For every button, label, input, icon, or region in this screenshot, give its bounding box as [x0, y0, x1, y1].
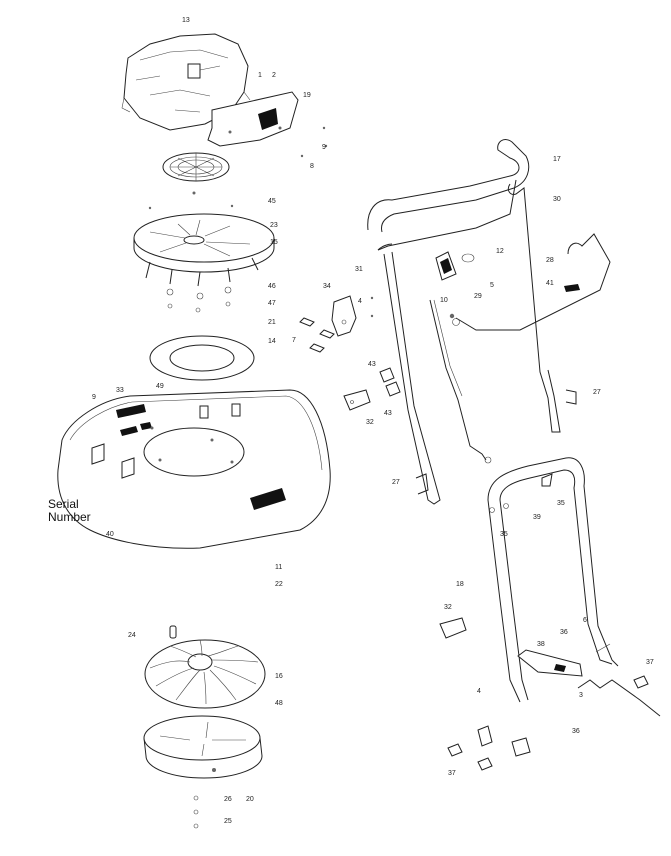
label-15: 15	[270, 239, 278, 246]
label-43-a: 43	[368, 361, 376, 368]
mower-hood	[57, 389, 331, 549]
label-27-b: 27	[392, 479, 400, 486]
knobs	[379, 367, 401, 397]
label-31: 31	[355, 266, 363, 273]
label-20: 20	[246, 796, 254, 803]
cable-clip	[343, 389, 371, 411]
label-36-b: 36	[572, 728, 580, 735]
bolts	[299, 317, 335, 353]
label-2: 2	[272, 72, 276, 79]
serial-label: Serial	[48, 497, 79, 511]
label-36: 36	[560, 629, 568, 636]
axle-bracket	[577, 679, 661, 717]
spacer-parts	[166, 286, 232, 313]
engine	[121, 33, 251, 131]
label-19: 19	[303, 92, 311, 99]
u-clip-lower	[415, 473, 429, 495]
label-1: 1	[258, 72, 262, 79]
label-14: 14	[268, 338, 276, 345]
lower-clip	[439, 617, 467, 639]
label-47: 47	[268, 300, 276, 307]
blade-disc	[143, 715, 263, 779]
label-37-a: 37	[646, 659, 654, 666]
label-25: 25	[224, 818, 232, 825]
label-39: 39	[533, 514, 541, 521]
label-17: 17	[553, 156, 561, 163]
label-43-b: 43	[384, 410, 392, 417]
label-28: 28	[546, 257, 554, 264]
label-23: 23	[270, 222, 278, 229]
wire-bail	[455, 233, 611, 331]
label-5: 5	[490, 282, 494, 289]
label-6: 6	[583, 617, 587, 624]
label-32-b: 32	[444, 604, 452, 611]
label-16: 16	[275, 673, 283, 680]
label-27-a: 27	[593, 389, 601, 396]
middle-handle	[377, 183, 561, 505]
label-4-upper: 4	[358, 298, 362, 305]
label-35-b: 35	[500, 531, 508, 538]
lower-handle	[487, 457, 619, 703]
lower-bolts	[447, 675, 649, 771]
label-32-a: 32	[366, 419, 374, 426]
label-11: 11	[275, 564, 282, 571]
label-21: 21	[268, 319, 276, 326]
label-7: 7	[292, 337, 296, 344]
label-29: 29	[474, 293, 482, 300]
small-bracket-b	[511, 737, 531, 757]
label-33: 33	[116, 387, 124, 394]
label-40: 40	[106, 531, 114, 538]
label-35-a: 35	[557, 500, 565, 507]
label-34: 34	[323, 283, 331, 290]
gasket-ring	[149, 335, 255, 381]
label-22: 22	[275, 581, 283, 588]
label-38: 38	[537, 641, 545, 648]
fan-blade	[144, 639, 266, 709]
label-46: 46	[268, 283, 276, 290]
label-9: 9	[92, 394, 96, 401]
handle-bracket	[331, 295, 357, 337]
label-9-top: 9	[322, 144, 326, 151]
upper-handle	[367, 139, 530, 251]
label-18: 18	[456, 581, 464, 588]
number-label: Number	[48, 510, 91, 524]
label-8: 8	[310, 163, 314, 170]
switch-box	[435, 251, 475, 281]
label-24: 24	[128, 632, 136, 639]
label-49: 49	[156, 383, 164, 390]
label-26: 26	[224, 796, 232, 803]
label-45: 45	[268, 198, 276, 205]
filter-grille	[162, 152, 230, 182]
switch-cable	[429, 299, 492, 464]
small-bracket-a	[477, 725, 493, 747]
label-30: 30	[553, 196, 561, 203]
u-clip-upper	[565, 389, 577, 405]
label-37-b: 37	[448, 770, 456, 777]
impeller-disc	[133, 213, 275, 287]
label-48: 48	[275, 700, 283, 707]
shroud-plate	[207, 91, 299, 147]
label-3: 3	[579, 692, 583, 699]
label-13: 13	[182, 17, 190, 24]
label-4-lower: 4	[477, 688, 481, 695]
label-10: 10	[440, 297, 448, 304]
height-lever	[517, 649, 583, 677]
label-41: 41	[546, 280, 554, 287]
label-12: 12	[496, 248, 504, 255]
